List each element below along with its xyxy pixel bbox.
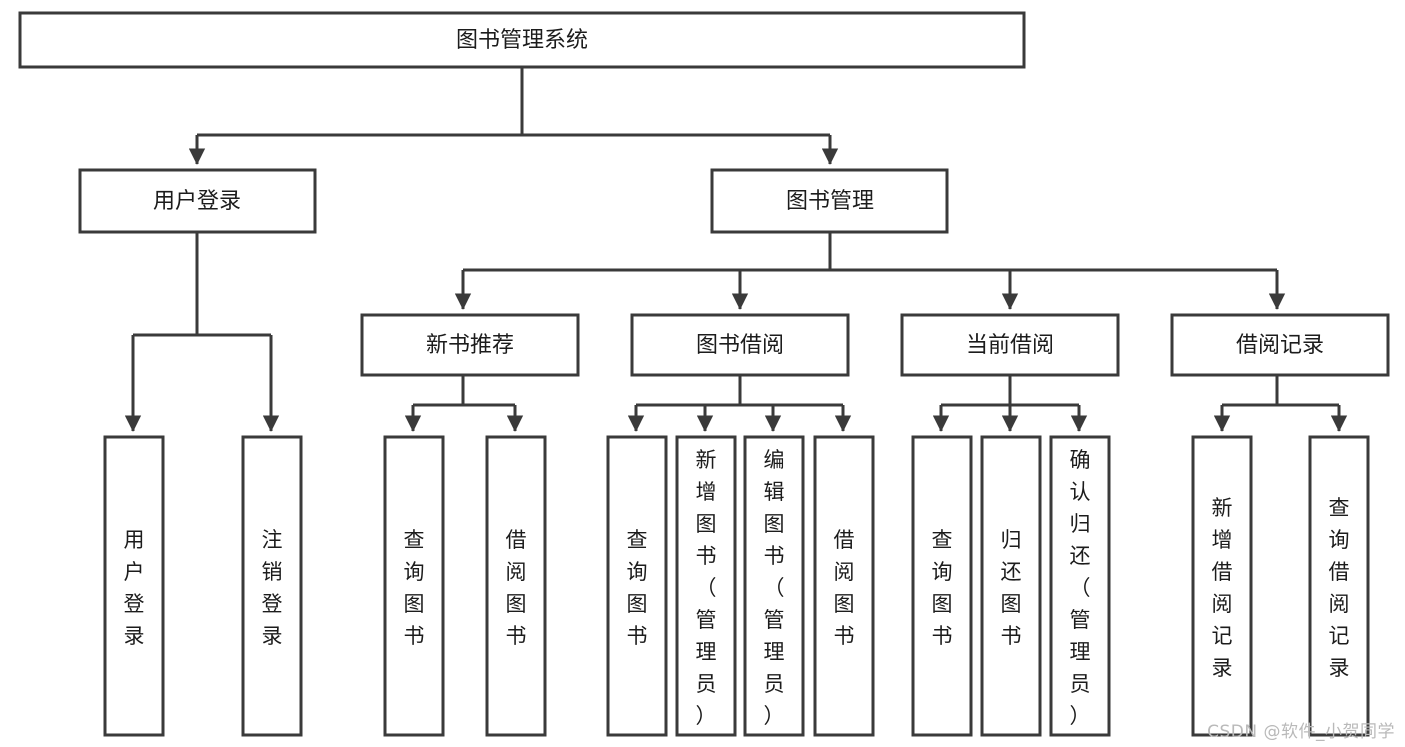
node-leaf-edit-book-label: 编辑图书（管理员） (764, 448, 785, 728)
node-user-login-label: 用户登录 (153, 189, 241, 214)
node-leaf-query-book-1[interactable]: 查询图书 (383, 435, 445, 737)
node-leaf-query-book-2[interactable]: 查询图书 (606, 435, 668, 737)
node-leaf-query-book-2-label: 查询图书 (627, 528, 648, 648)
edges-book-borrow-to-leaves (627, 375, 852, 432)
node-leaf-logout[interactable]: 注销登录 (241, 435, 303, 737)
edges-user-login-to-leaves (124, 232, 280, 432)
node-leaf-borrow-book-1[interactable]: 借阅图书 (485, 435, 547, 737)
node-book-management-box[interactable] (710, 168, 949, 234)
node-leaf-logout-box[interactable] (241, 435, 303, 737)
node-leaf-borrow-book-2-box[interactable] (813, 435, 875, 737)
node-leaf-user-login-label: 用户登录 (124, 528, 145, 648)
node-leaf-logout-label: 注销登录 (262, 528, 283, 648)
node-new-book-recommend[interactable]: 新书推荐 (360, 313, 580, 377)
node-leaf-query-record-box[interactable] (1308, 435, 1370, 737)
node-leaf-add-record-box[interactable] (1191, 435, 1253, 737)
node-leaf-return-book-box[interactable] (980, 435, 1042, 737)
node-leaf-user-login[interactable]: 用户登录 (103, 435, 165, 737)
node-leaf-query-book-3[interactable]: 查询图书 (911, 435, 973, 737)
node-new-book-recommend-label: 新书推荐 (426, 333, 514, 358)
node-leaf-query-book-3-label: 查询图书 (932, 528, 953, 648)
node-current-borrow-box[interactable] (900, 313, 1120, 377)
node-book-management[interactable]: 图书管理 (710, 168, 949, 234)
node-leaf-borrow-book-2[interactable]: 借阅图书 (813, 435, 875, 737)
node-leaf-edit-book-box[interactable] (743, 435, 805, 737)
node-leaf-return-book-label: 归还图书 (1001, 528, 1022, 648)
node-book-management-label: 图书管理 (786, 189, 874, 214)
node-book-borrow[interactable]: 图书借阅 (630, 313, 850, 377)
node-leaf-add-book-box[interactable] (675, 435, 737, 737)
node-leaf-add-record-label: 新增借阅记录 (1212, 496, 1233, 680)
node-book-borrow-label: 图书借阅 (696, 333, 784, 358)
node-leaf-confirm-return[interactable]: 确认归还（管理员） (1049, 435, 1111, 737)
edges-book-management-to-level3 (454, 232, 1286, 310)
node-leaf-add-book-label: 新增图书（管理员） (696, 448, 717, 728)
node-leaf-query-record[interactable]: 查询借阅记录 (1308, 435, 1370, 737)
node-user-login[interactable]: 用户登录 (78, 168, 317, 234)
node-leaf-query-book-3-box[interactable] (911, 435, 973, 737)
node-leaf-query-book-1-box[interactable] (383, 435, 445, 737)
edges-root-to-level2 (188, 67, 839, 165)
node-user-login-box[interactable] (78, 168, 317, 234)
node-root-box[interactable] (18, 11, 1026, 69)
node-new-book-recommend-box[interactable] (360, 313, 580, 377)
node-leaf-add-book[interactable]: 新增图书（管理员） (675, 435, 737, 737)
node-leaf-confirm-return-box[interactable] (1049, 435, 1111, 737)
edges-borrow-record-to-leaves (1213, 375, 1348, 432)
node-root-label: 图书管理系统 (456, 28, 588, 53)
node-borrow-record-label: 借阅记录 (1236, 333, 1324, 358)
node-borrow-record-box[interactable] (1170, 313, 1390, 377)
node-leaf-add-record[interactable]: 新增借阅记录 (1191, 435, 1253, 737)
csdn-watermark: CSDN @软件_小贺同学 (1207, 722, 1395, 742)
node-leaf-query-book-2-box[interactable] (606, 435, 668, 737)
node-leaf-return-book[interactable]: 归还图书 (980, 435, 1042, 737)
node-leaf-user-login-box[interactable] (103, 435, 165, 737)
node-leaf-query-book-1-label: 查询图书 (404, 528, 425, 648)
node-borrow-record[interactable]: 借阅记录 (1170, 313, 1390, 377)
node-current-borrow[interactable]: 当前借阅 (900, 313, 1120, 377)
node-leaf-borrow-book-1-label: 借阅图书 (506, 528, 527, 648)
node-leaf-query-record-label: 查询借阅记录 (1329, 496, 1350, 680)
node-root[interactable]: 图书管理系统 (18, 11, 1026, 69)
node-leaf-confirm-return-label: 确认归还（管理员） (1070, 448, 1091, 728)
edges-current-borrow-to-leaves (932, 375, 1088, 432)
edges-new-book-recommend-to-leaves (404, 375, 524, 432)
node-leaf-borrow-book-1-box[interactable] (485, 435, 547, 737)
node-leaf-borrow-book-2-label: 借阅图书 (834, 528, 855, 648)
node-current-borrow-label: 当前借阅 (966, 333, 1054, 358)
node-book-borrow-box[interactable] (630, 313, 850, 377)
node-leaf-edit-book[interactable]: 编辑图书（管理员） (743, 435, 805, 737)
